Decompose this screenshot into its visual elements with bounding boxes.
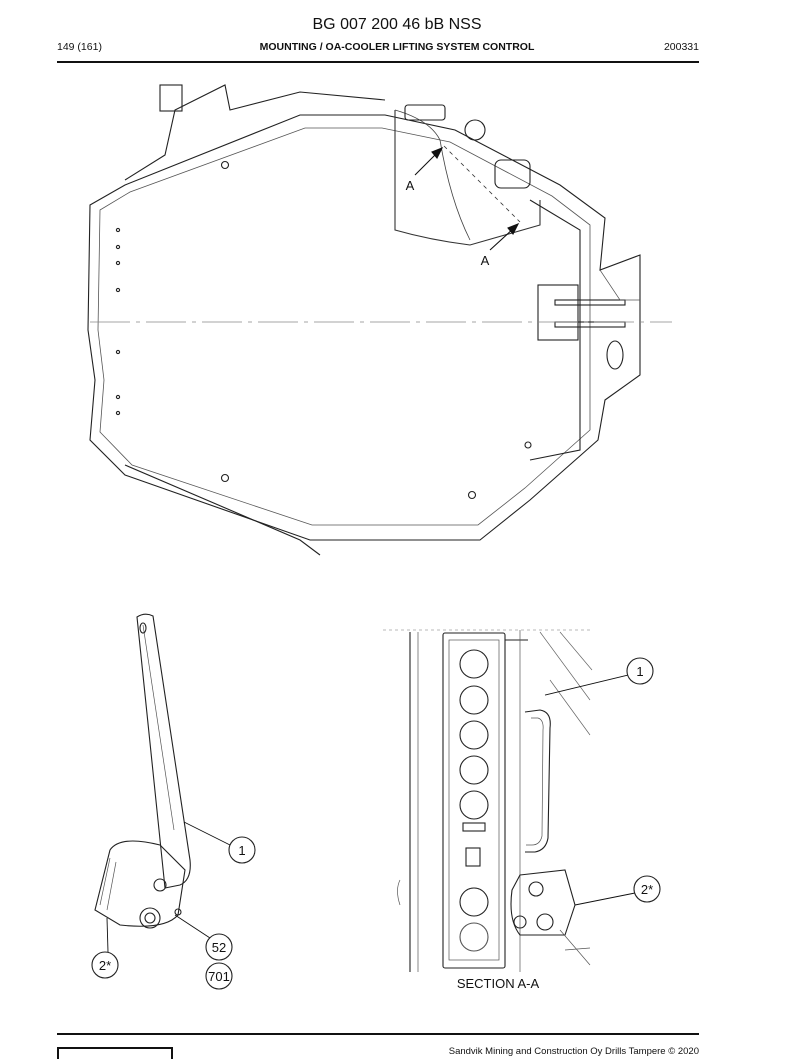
page-number: 149 (161): [57, 41, 102, 53]
callout-label-52: 52: [212, 940, 226, 955]
company-logo: [57, 1047, 173, 1059]
callout-label-1-left: 1: [238, 843, 245, 858]
callout-label-2-left: 2*: [99, 958, 111, 973]
section-marker-a-1: A: [406, 178, 415, 193]
callout-circle-1-left: [228, 836, 256, 864]
callout-circle-701: [205, 962, 233, 990]
callout-label-2-right: 2*: [641, 882, 653, 897]
callout-label-701: 701: [208, 969, 230, 984]
document-title: BG 007 200 46 bB NSS: [312, 16, 482, 33]
callout-circle-52: [205, 933, 233, 961]
section-caption: SECTION A-A: [457, 976, 540, 991]
cabin-top-view: [87, 84, 641, 556]
footer-copyright: Sandvik Mining and Construction Oy Drill…: [448, 1046, 699, 1057]
section-aa-view: [383, 629, 593, 972]
document-date: 200331: [663, 41, 699, 53]
header-rule: [57, 61, 699, 63]
section-arrows: [414, 145, 521, 251]
callout-circle-2-right: [633, 875, 661, 903]
bracket-with-control-unit: [94, 613, 191, 929]
section-marker-a-2: A: [481, 253, 490, 268]
footer-rule: [57, 1033, 699, 1035]
callout-circle-1-right: [626, 657, 654, 685]
callout-label-1-right: 1: [636, 664, 643, 679]
callout-circle-2-left: [91, 951, 119, 979]
section-title: MOUNTING / OA-COOLER LIFTING SYSTEM CONT…: [259, 41, 535, 53]
